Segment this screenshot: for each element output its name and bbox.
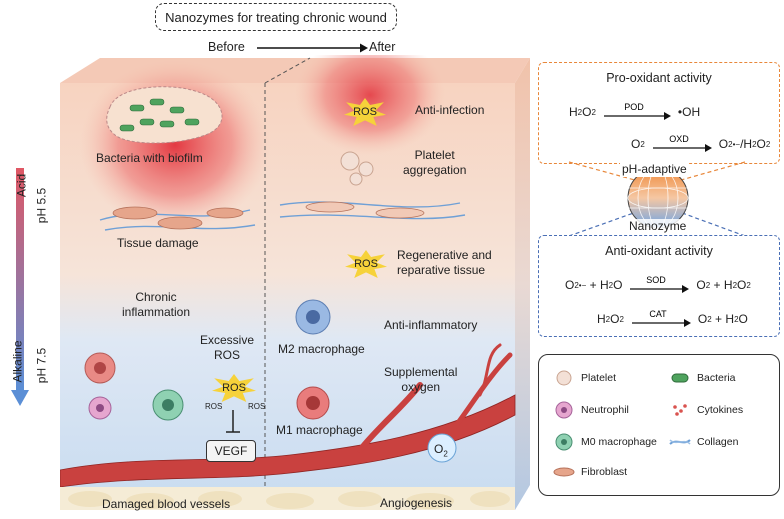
ros-small-right: ROS <box>248 402 266 411</box>
fibroblast-icon <box>553 467 575 477</box>
anti-inflammatory-label: Anti-inflammatory <box>384 318 478 332</box>
regenerative-tissue-label: Regenerative and reparative tissue <box>397 248 492 277</box>
ph-gradient-arrow <box>11 168 29 406</box>
ros-burst-before-text: ROS <box>222 382 246 394</box>
pod-enzyme: POD <box>624 102 644 112</box>
pro-oxidant-title: Pro-oxidant activity <box>606 71 712 85</box>
legend-fibroblast: Fibroblast <box>553 463 627 481</box>
ph-high-label: pH 7.5 <box>34 347 49 384</box>
inhibit-vegf-symbol <box>226 410 240 433</box>
bacteria-biofilm-label: Bacteria with biofilm <box>96 151 203 165</box>
legend-platelet: Platelet <box>553 369 616 387</box>
platelet-aggregation-label: Platelet aggregation <box>403 148 467 177</box>
legend-box: Platelet Bacteria Neutrophil Cytokines M… <box>538 354 780 496</box>
vegf-box: VEGF <box>206 440 256 462</box>
diagram-title-text: Nanozymes for treating chronic wound <box>165 9 387 25</box>
after-label: After <box>369 40 396 54</box>
diagram-title: Nanozymes for treating chronic wound <box>155 3 397 31</box>
m2-macrophage-label: M2 macrophage <box>278 342 365 356</box>
before-label: Before <box>208 40 245 54</box>
supplemental-oxygen-label: Supplemental oxygen <box>384 365 458 394</box>
damaged-vessels-label: Damaged blood vessels <box>102 497 231 511</box>
cytokines-icon <box>673 404 687 416</box>
m1-macrophage-label: M1 macrophage <box>276 423 363 437</box>
ph-adaptive-label: pH-adaptive <box>620 162 689 177</box>
neutrophil-icon <box>555 401 573 419</box>
m0-macrophage-icon <box>555 433 573 451</box>
platelet-icon <box>556 370 572 386</box>
legend-bacteria: Bacteria <box>669 369 736 387</box>
vegf-label: VEGF <box>214 444 248 458</box>
legend-neutrophil: Neutrophil <box>553 401 629 419</box>
bacteria-icon <box>671 373 689 383</box>
legend-cytokines: Cytokines <box>669 401 743 419</box>
excessive-ros-label: Excessive ROS <box>200 333 255 362</box>
alkaline-label: Alkaline <box>10 340 25 383</box>
anti-oxidant-title: Anti-oxidant activity <box>605 244 713 258</box>
anti-infection-label: Anti-infection <box>415 103 485 117</box>
collagen-icon <box>669 439 691 445</box>
tissue-damage-label: Tissue damage <box>117 236 199 250</box>
before-after-arrow <box>257 43 368 53</box>
legend-m0: M0 macrophage <box>553 433 657 451</box>
chronic-inflammation-label: Chronic inflammation <box>122 290 191 319</box>
nanozyme-label: Nanozyme <box>627 219 689 234</box>
acid-label: Acid <box>14 173 29 198</box>
ros-burst-regeneration-text: ROS <box>354 258 378 270</box>
sod-enzyme: SOD <box>647 275 667 285</box>
angiogenesis-label: Angiogenesis <box>380 496 453 510</box>
cat-enzyme: CAT <box>649 309 667 319</box>
oxd-enzyme: OXD <box>669 134 689 144</box>
legend-collagen: Collagen <box>669 433 738 451</box>
nanozyme-sphere-icon <box>568 161 746 237</box>
ros-small-left: ROS <box>205 402 223 411</box>
ros-burst-infection-text: ROS <box>353 106 377 118</box>
o2-label: O2 <box>434 442 448 459</box>
wound-tissue-block <box>60 55 530 510</box>
ph-low-label: pH 5.5 <box>34 187 49 224</box>
